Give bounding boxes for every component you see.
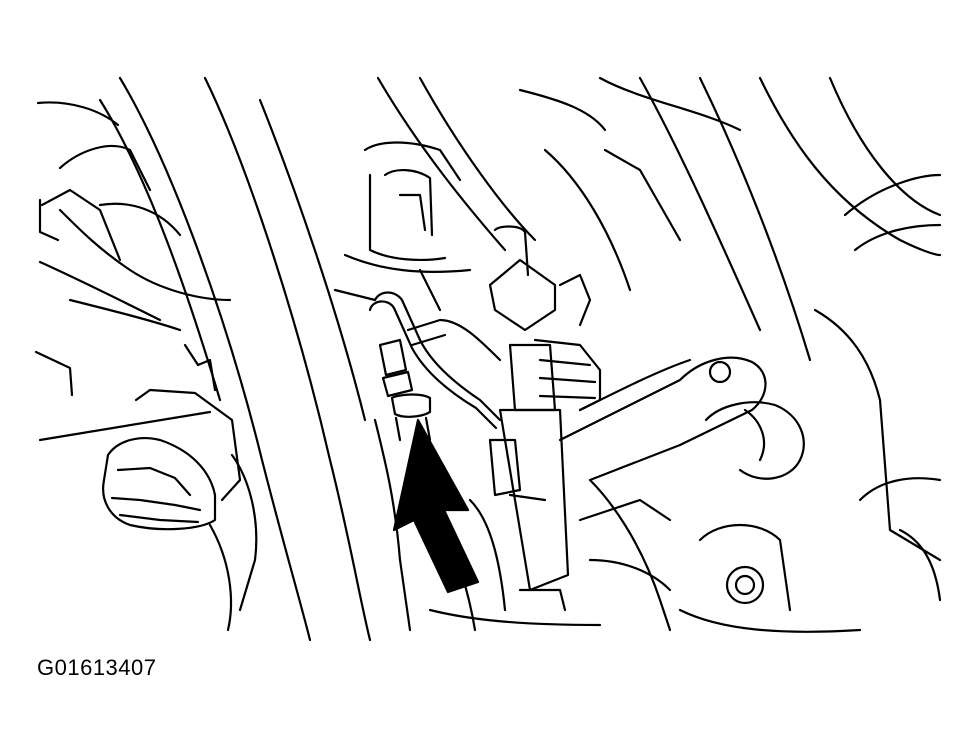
center-housing <box>333 141 472 312</box>
oxygen-sensor <box>378 338 432 442</box>
mounting-bracket <box>558 356 805 482</box>
indicator-arrow <box>392 418 480 594</box>
frame-member <box>98 76 372 642</box>
lower-housing <box>373 418 672 632</box>
main-hose <box>376 76 537 252</box>
left-connector <box>102 388 258 632</box>
lower-right-bolt <box>678 308 942 633</box>
right-round-housing <box>518 76 942 362</box>
figure-id-label: G01613407 <box>37 655 157 680</box>
left-housing <box>34 101 232 442</box>
sensor-wire <box>368 291 502 430</box>
